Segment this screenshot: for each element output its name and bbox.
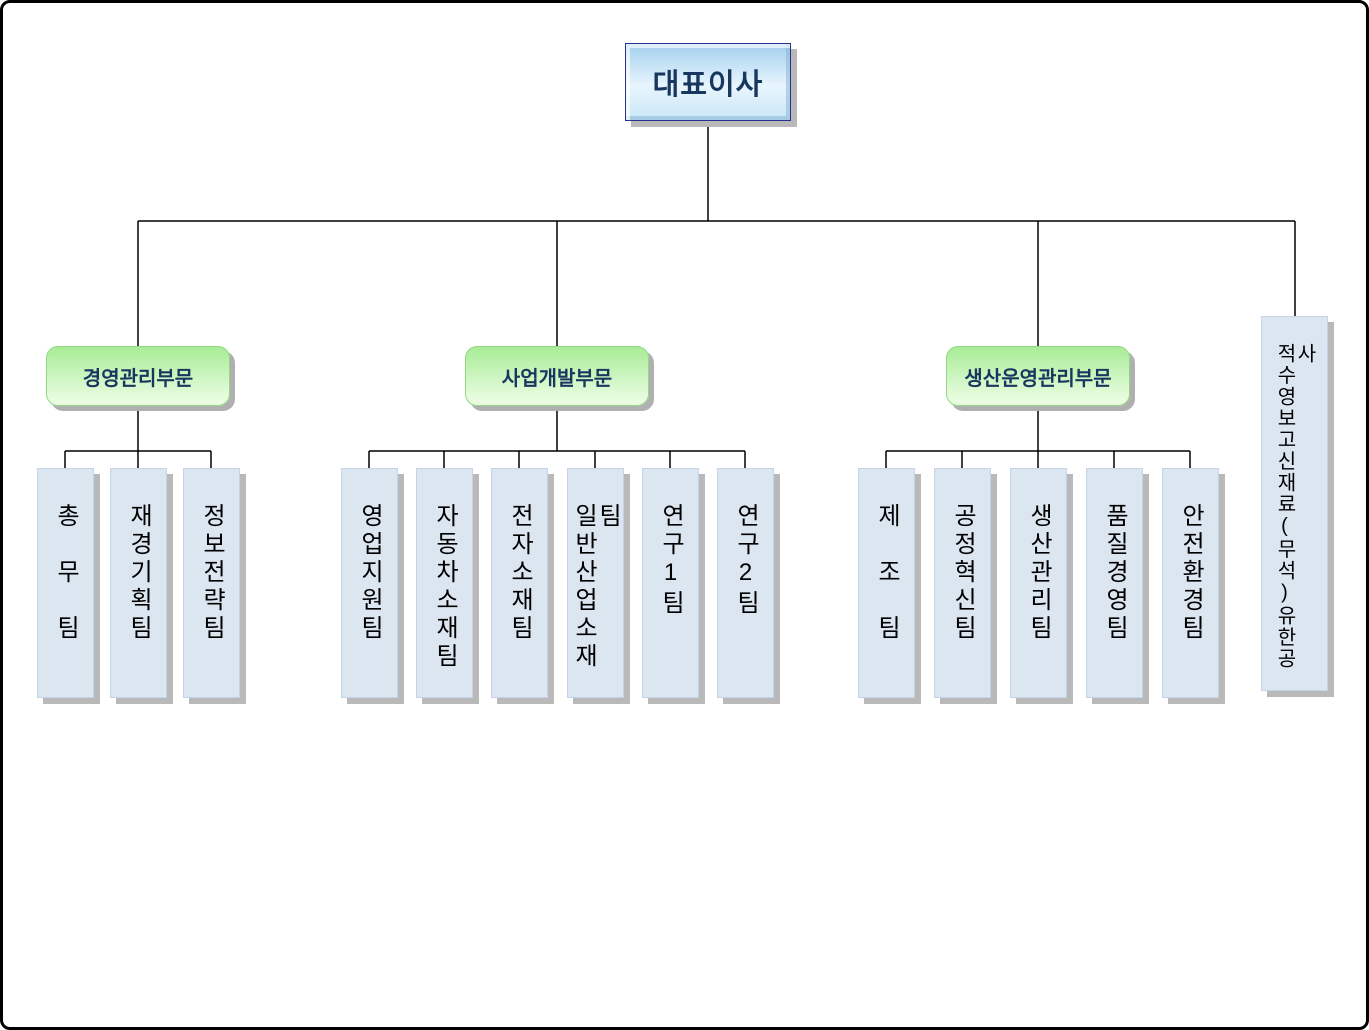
team-box-research-2: 연구2팀 [716, 468, 774, 698]
division-box-production-operations: 생산운영관리부문 [946, 346, 1130, 406]
team-label: 연구1팀 [657, 503, 684, 618]
team-label: 영업지원팀 [356, 503, 383, 643]
team-label: 공정혁신팀 [949, 503, 976, 643]
team-label: 안전환경팀 [1177, 503, 1204, 643]
team-label: 정보전략팀 [198, 503, 225, 643]
team-label: 자동차소재팀 [431, 503, 458, 671]
team-box-finance-planning: 재경기획팀 [109, 468, 167, 698]
team-label: 제조팀 [873, 503, 900, 671]
ceo-box: 대표이사 [625, 43, 791, 121]
team-label: 전자소재팀 [506, 503, 533, 643]
division-box-business-development: 사업개발부문 [465, 346, 649, 406]
team-box-automotive-materials: 자동차소재팀 [415, 468, 473, 698]
ceo-label: 대표이사 [652, 69, 764, 101]
team-label: 생산관리팀 [1025, 503, 1052, 643]
team-box-process-innovation: 공정혁신팀 [933, 468, 991, 698]
team-label: 연구2팀 [732, 503, 759, 618]
team-box-electronic-materials: 전자소재팀 [490, 468, 548, 698]
team-box-production-management: 생산관리팀 [1009, 468, 1067, 698]
division-label: 경영관리부문 [82, 367, 194, 390]
division-label: 사업개발부문 [501, 367, 613, 390]
team-label: 재경기획팀 [125, 503, 152, 643]
connector-lines [64, 121, 1296, 468]
team-box-sales-support: 영업지원팀 [340, 468, 398, 698]
team-label: 품질경영팀 [1101, 503, 1128, 643]
team-box-general-industrial-materials: 일반산업소재팀 [566, 468, 624, 698]
team-box-general-affairs: 총무팀 [36, 468, 94, 698]
team-label: 일반산업소재팀 [570, 503, 621, 671]
team-box-manufacturing: 제조팀 [857, 468, 915, 698]
team-box-quality-management: 품질경영팀 [1085, 468, 1143, 698]
subsidiary-label: 적수영보고신재료(무석)유한공사 [1273, 343, 1316, 670]
subsidiary-box-jeoksu-yeongbo: 적수영보고신재료(무석)유한공사 [1261, 316, 1328, 691]
team-box-safety-environment: 안전환경팀 [1161, 468, 1219, 698]
team-box-information-strategy: 정보전략팀 [182, 468, 240, 698]
division-label: 생산운영관리부문 [964, 367, 1112, 390]
team-label: 총무팀 [52, 503, 79, 671]
team-box-research-1: 연구1팀 [641, 468, 699, 698]
division-box-management: 경영관리부문 [46, 346, 230, 406]
